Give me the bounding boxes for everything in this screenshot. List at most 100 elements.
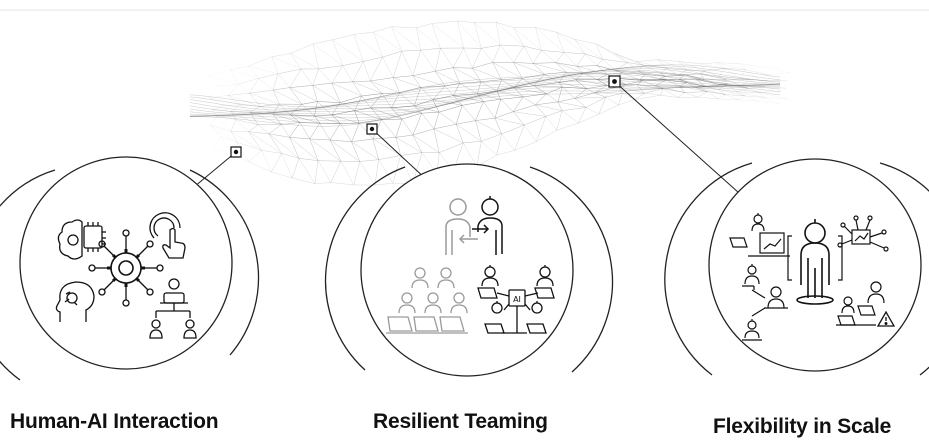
- mesh-edge: [212, 148, 232, 154]
- outer-arc-left: [664, 162, 753, 376]
- mesh-edge: [575, 79, 587, 89]
- mesh-edge: [227, 95, 240, 105]
- mesh-edge: [764, 97, 790, 100]
- mesh-edge: [208, 76, 238, 85]
- mesh-edge: [309, 138, 342, 162]
- mesh-edge: [535, 27, 557, 33]
- mesh-edge: [696, 78, 728, 85]
- mesh-edge: [533, 85, 547, 95]
- mesh-edge: [420, 47, 441, 51]
- mesh-edge: [289, 137, 310, 140]
- mesh-edge: [221, 104, 240, 106]
- mesh-edge: [230, 111, 259, 126]
- mesh-edge: [290, 114, 320, 124]
- mesh-edge: [272, 73, 279, 91]
- mesh-edge: [597, 65, 623, 74]
- mesh-edge: [472, 62, 493, 69]
- distributed-workers-icon: [729, 213, 889, 341]
- mesh-edge: [400, 155, 413, 184]
- mesh-edge: [607, 72, 623, 75]
- mesh-edge: [312, 43, 343, 66]
- mesh-edge: [535, 104, 563, 111]
- mesh-edge: [331, 114, 341, 124]
- mesh-edge: [216, 116, 232, 132]
- mesh-edge: [574, 96, 606, 99]
- mesh-edge: [740, 79, 750, 87]
- mesh-edge: [738, 63, 768, 76]
- mesh-edge: [718, 89, 726, 95]
- mesh-edge: [494, 111, 514, 119]
- mesh-edge: [625, 80, 643, 85]
- mesh-edge: [558, 79, 576, 83]
- mesh-edge: [395, 137, 423, 153]
- mesh-edge: [492, 44, 501, 63]
- mesh-edge: [331, 81, 353, 84]
- mesh-edge: [277, 73, 290, 88]
- mesh-edge: [700, 73, 727, 81]
- mesh-edge: [622, 72, 640, 81]
- mesh-edge: [584, 53, 598, 66]
- mesh-edge: [249, 106, 261, 113]
- mesh-edge: [272, 113, 291, 116]
- mesh-edge: [374, 182, 393, 186]
- mesh-edge: [718, 89, 745, 97]
- mesh-edge: [412, 75, 445, 87]
- mesh-edge: [501, 124, 525, 135]
- mesh-edge: [250, 111, 282, 125]
- mesh-edge: [555, 52, 565, 63]
- mesh-edge: [435, 67, 454, 72]
- mesh-edge: [431, 20, 458, 24]
- mesh-edge: [725, 94, 738, 101]
- mesh-edge: [281, 153, 300, 159]
- mesh-edge: [235, 119, 259, 126]
- ai-head-icon: [55, 281, 95, 322]
- mesh-edge: [193, 138, 213, 149]
- mesh-edge: [220, 136, 238, 143]
- mesh-edge: [598, 104, 619, 115]
- mesh-edge: [391, 26, 403, 52]
- mesh-edge: [314, 101, 318, 116]
- mesh-edge: [221, 105, 232, 112]
- mesh-edge: [372, 138, 401, 156]
- mesh-edge: [595, 43, 628, 63]
- mesh-edge: [318, 160, 341, 162]
- mesh-edge: [289, 122, 301, 138]
- mesh-edge: [230, 111, 251, 113]
- mesh-edge: [301, 104, 315, 117]
- mesh-edge: [382, 56, 394, 78]
- mesh-edge: [372, 137, 396, 140]
- panel-human-ai-interaction: [0, 156, 260, 381]
- mesh-edge: [329, 123, 341, 141]
- mesh-edge: [644, 88, 664, 94]
- mesh-edge: [759, 80, 768, 87]
- mesh-edge: [614, 62, 628, 71]
- mesh-edge: [514, 141, 537, 151]
- mesh-edge: [660, 94, 679, 98]
- mesh-edge: [393, 75, 413, 78]
- mesh-edge: [353, 31, 374, 35]
- mesh-edge: [453, 93, 478, 96]
- mesh-edge: [235, 119, 249, 132]
- mesh-edge: [369, 56, 383, 82]
- mesh-edge: [208, 97, 240, 106]
- mesh-edge: [514, 78, 523, 88]
- mesh-edge: [597, 79, 608, 86]
- mesh-edge: [248, 161, 272, 173]
- mesh-edge: [477, 90, 497, 95]
- central-robot-icon: [796, 219, 834, 305]
- mesh-edge: [258, 78, 274, 91]
- mesh-edge: [645, 74, 666, 77]
- mesh-edge: [207, 69, 231, 76]
- mesh-edge: [299, 122, 320, 124]
- mesh-edge: [332, 39, 343, 66]
- mesh-edge: [614, 69, 623, 74]
- mesh-edge: [501, 79, 515, 89]
- mesh-edge: [481, 44, 501, 49]
- mesh-edge: [248, 124, 259, 132]
- mesh-edge: [679, 82, 688, 87]
- mesh-edge: [535, 93, 547, 106]
- mesh-edge: [764, 97, 779, 105]
- mesh-edge: [618, 93, 623, 106]
- mesh-edge: [496, 22, 525, 47]
- mesh-edge: [433, 128, 464, 144]
